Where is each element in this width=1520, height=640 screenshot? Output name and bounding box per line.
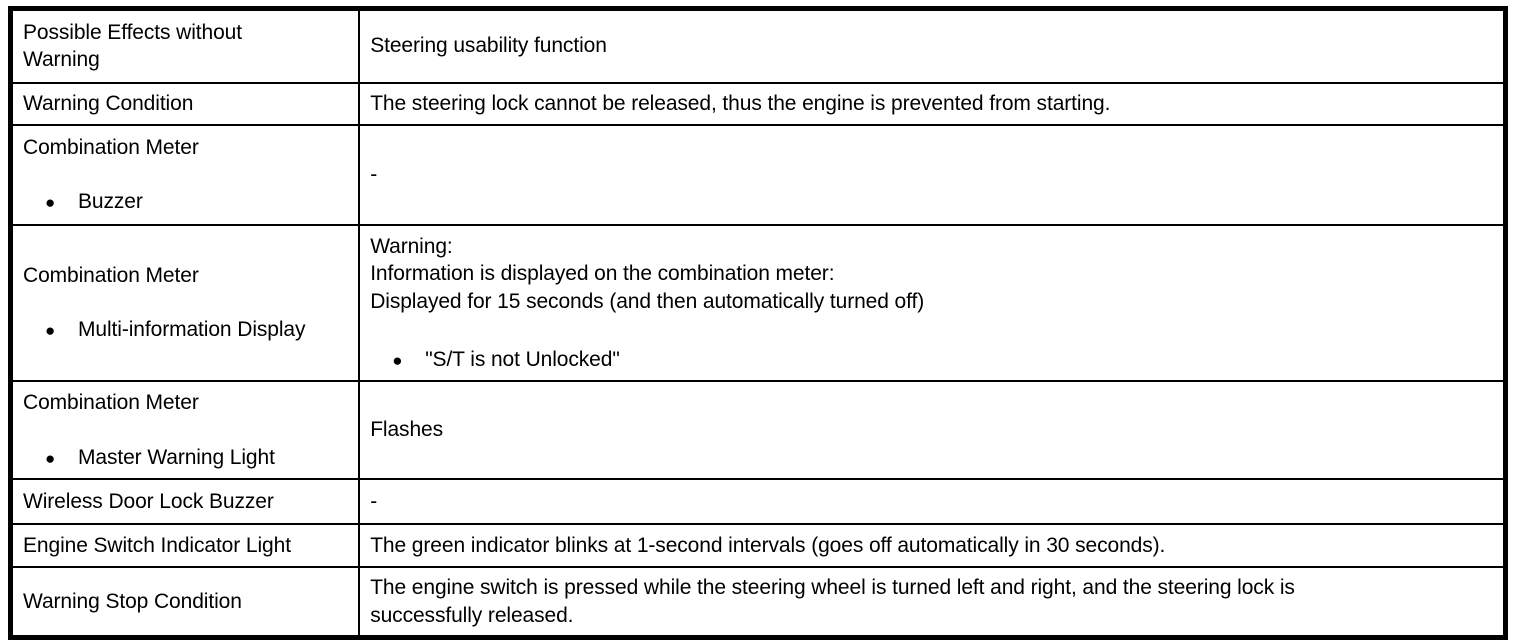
row-value-line: - <box>370 162 378 186</box>
bullet-icon: ● <box>45 193 56 212</box>
specification-table: Possible Effects without Warning Steerin… <box>8 6 1508 640</box>
row-label-line: Engine Switch Indicator Light <box>23 533 291 557</box>
row-value-cell-wireless-door-lock-buzzer: - <box>358 477 1507 525</box>
bullet-list-item: ● Multi-information Display <box>23 316 349 343</box>
row-value-cell-warning-condition: The steering lock cannot be released, th… <box>358 81 1507 126</box>
bullet-list-item: ● Master Warning Light <box>23 444 349 471</box>
row-value-line: Displayed for 15 seconds (and then autom… <box>370 289 925 313</box>
row-label-line: Warning Condition <box>23 91 194 115</box>
row-value-cell-combination-meter-mid: Warning: Information is displayed on the… <box>358 223 1507 383</box>
row-label-cell-combination-meter-buzzer: Combination Meter ● Buzzer <box>9 123 361 226</box>
table-row: Combination Meter ● Multi-information Di… <box>9 223 1507 383</box>
row-label-cell-engine-switch-indicator-light: Engine Switch Indicator Light <box>9 522 361 568</box>
row-value-cell-warning-stop-condition: The engine switch is pressed while the s… <box>358 565 1507 639</box>
table-row: Warning Condition The steering lock cann… <box>9 81 1507 126</box>
bullet-label: "S/T is not Unlocked" <box>425 347 620 371</box>
bullet-icon: ● <box>392 350 403 370</box>
row-label-cell-warning-stop-condition: Warning Stop Condition <box>9 565 361 639</box>
bullet-icon: ● <box>45 448 56 468</box>
row-label-line: Warning <box>23 48 100 72</box>
row-value-cell-combination-meter-master: Flashes <box>358 380 1507 480</box>
table-row: Warning Stop Condition The engine switch… <box>9 565 1507 639</box>
row-label-line: Possible Effects without <box>23 20 242 44</box>
row-value-line: Information is displayed on the combinat… <box>370 262 835 286</box>
row-value-line: The steering lock cannot be released, th… <box>370 91 1111 115</box>
bullet-icon: ● <box>45 321 56 341</box>
bullet-label: Multi-information Display <box>78 318 306 342</box>
row-label-line: Combination Meter <box>23 264 199 288</box>
row-value-line: Steering usability function <box>370 34 607 58</box>
table-row: Possible Effects without Warning Steerin… <box>9 7 1507 84</box>
row-value-line: successfully released. <box>370 603 574 627</box>
row-label-cell-combination-meter-mid: Combination Meter ● Multi-information Di… <box>9 223 361 383</box>
bullet-label: Master Warning Light <box>78 445 275 469</box>
row-value-line: Warning: <box>370 234 453 258</box>
bullet-list-item: ● Buzzer <box>23 188 349 215</box>
bullet-list-item: ● "S/T is not Unlocked" <box>370 346 1494 374</box>
bullet-label: Buzzer <box>78 190 143 213</box>
row-label-line: Combination Meter <box>23 135 199 159</box>
row-label-cell-warning-condition: Warning Condition <box>9 81 361 126</box>
row-value-line: The engine switch is pressed while the s… <box>370 576 1295 599</box>
table-row: Combination Meter ● Master Warning Light… <box>9 380 1507 480</box>
row-label-line: Combination Meter <box>23 391 199 415</box>
row-label-line: Warning Stop Condition <box>23 590 242 614</box>
row-label-cell-possible-effects: Possible Effects without Warning <box>9 7 361 84</box>
row-value-line: Flashes <box>370 418 444 442</box>
row-label-cell-wireless-door-lock-buzzer: Wireless Door Lock Buzzer <box>9 477 361 525</box>
row-label-cell-combination-meter-master: Combination Meter ● Master Warning Light <box>9 380 361 480</box>
table-row: Combination Meter ● Buzzer - <box>9 123 1507 226</box>
table-row: Engine Switch Indicator Light The green … <box>9 522 1507 568</box>
row-value-line: - <box>370 489 378 513</box>
row-label-line: Wireless Door Lock Buzzer <box>23 489 274 513</box>
row-value-cell-possible-effects: Steering usability function <box>358 7 1507 84</box>
row-value-cell-combination-meter-buzzer: - <box>358 123 1507 226</box>
row-value-cell-engine-switch-indicator-light: The green indicator blinks at 1-second i… <box>358 522 1507 568</box>
row-value-line: The green indicator blinks at 1-second i… <box>370 533 1166 557</box>
table-row: Wireless Door Lock Buzzer - <box>9 477 1507 525</box>
